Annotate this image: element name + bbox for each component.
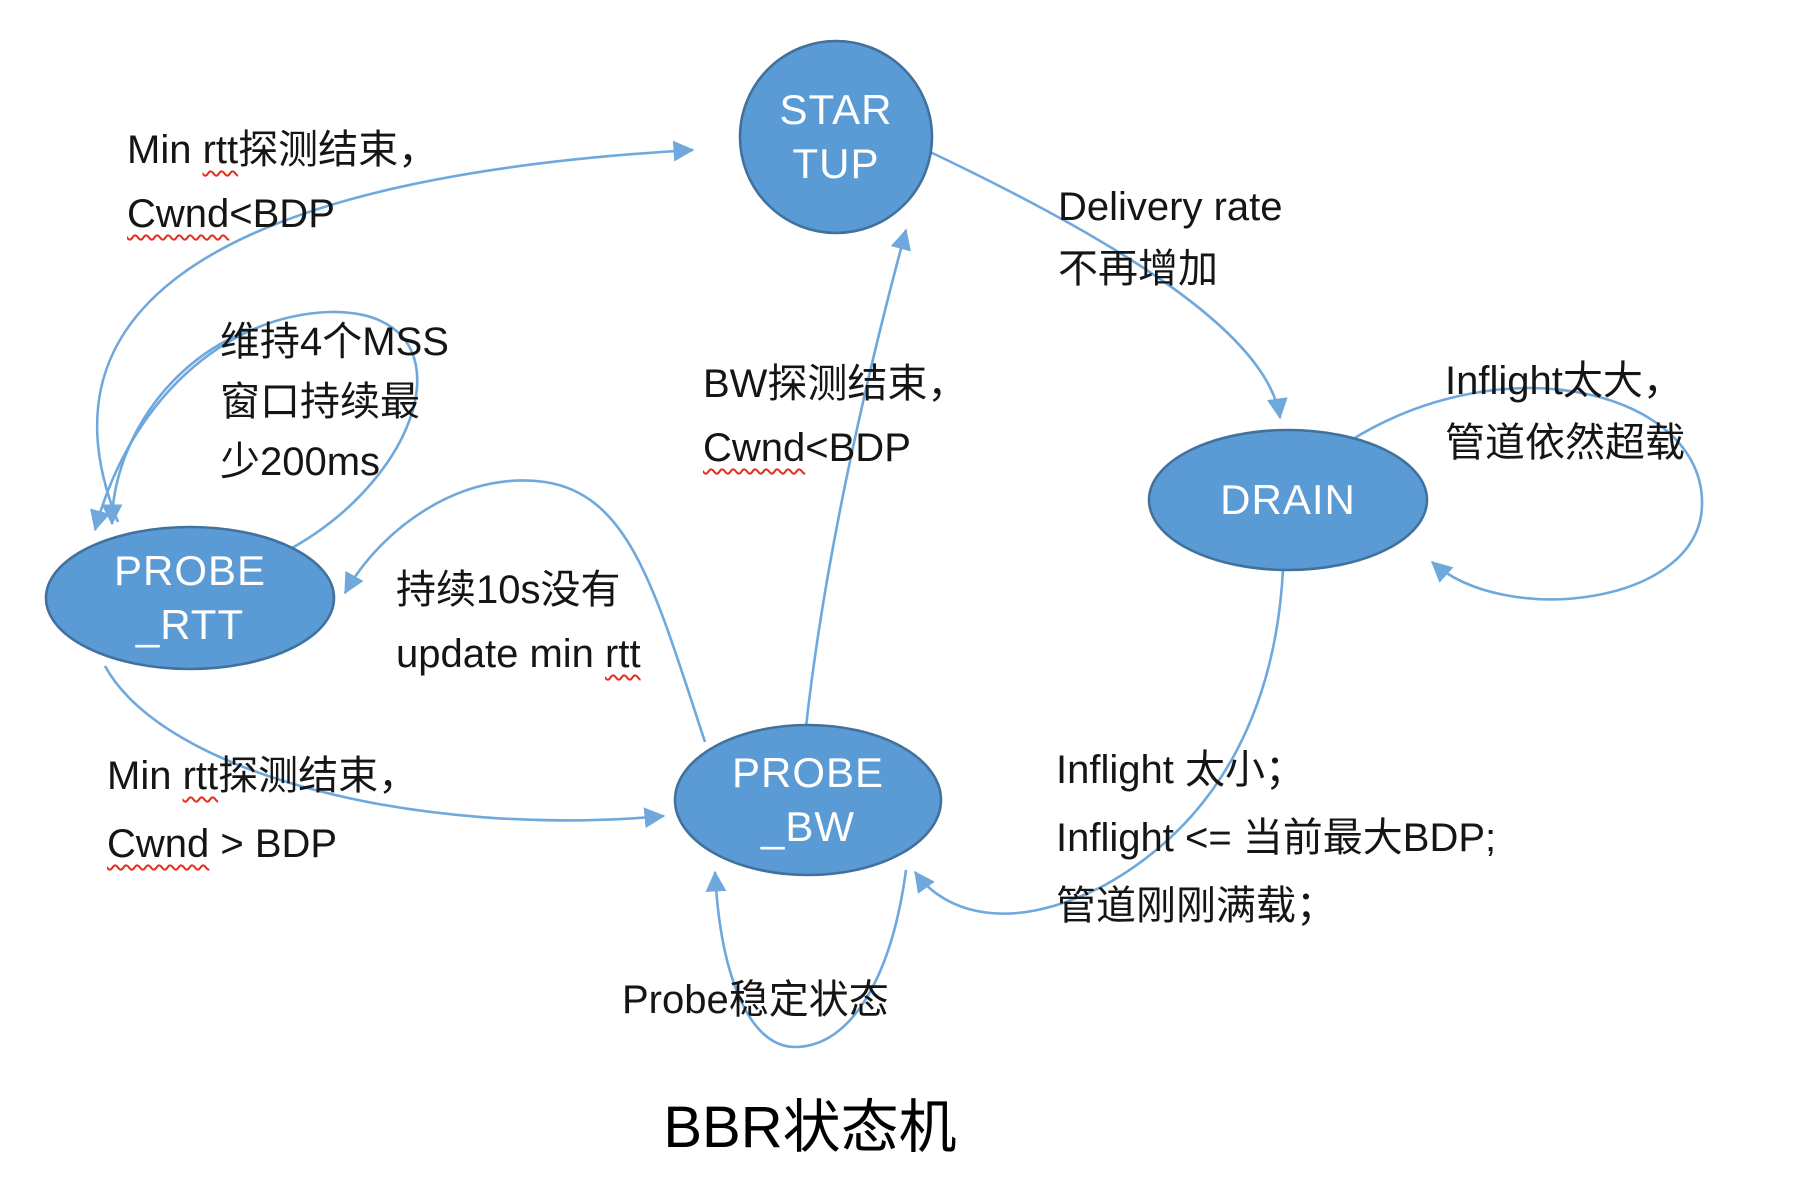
label-text: 探测结束， <box>238 128 439 172</box>
label-text: > BDP <box>209 822 338 866</box>
edge-probe-rtt-self-loop-inner <box>101 328 251 526</box>
label-line: Probe稳定状态 <box>622 978 889 1022</box>
label-text: <BDP <box>805 426 911 470</box>
state-probe-rtt-line2: _RTT <box>135 601 245 648</box>
edge-probe-rtt-self-loop <box>90 310 419 550</box>
state-drain-label: DRAIN <box>1188 473 1388 527</box>
state-startup-shape <box>738 39 934 235</box>
label-text: update min <box>396 632 606 676</box>
state-probe-bw-label: PROBE _BW <box>708 746 908 854</box>
edge-probe-rtt-to-startup <box>95 140 695 523</box>
edge-drain-self-loop <box>1347 386 1704 601</box>
label-line: Min rtt探测结束， <box>107 742 418 810</box>
label-line: Cwnd > BDP <box>107 810 418 878</box>
diagram-title-cjk: 状态机 <box>782 1095 957 1160</box>
state-probe-rtt-shape <box>44 525 336 671</box>
label-line: Inflight <= 当前最大BDP; <box>1056 816 1497 860</box>
label-line: Cwnd<BDP <box>703 416 967 480</box>
label-line: Delivery rate <box>1058 185 1283 229</box>
diagram-title-latin: BBR <box>663 1095 783 1160</box>
label-line: 管道刚刚满载； <box>1056 884 1336 928</box>
label-line: 维持4个MSS <box>220 320 449 364</box>
label-line: Min rtt探测结束， <box>127 118 438 182</box>
label-inflight-too-big: Inflight太大， 管道依然超载 <box>1445 350 1685 474</box>
label-text-misspelled: rtt <box>202 128 239 172</box>
label-line: 不再增加 <box>1058 247 1218 291</box>
state-startup-label: STAR TUP <box>736 83 936 191</box>
edge-startup-to-drain <box>925 148 1288 420</box>
label-text: Min <box>107 754 183 798</box>
label-min-rtt-end-cwnd-gt-bdp: Min rtt探测结束， Cwnd > BDP <box>107 742 418 878</box>
label-line: Inflight 太小； <box>1056 748 1305 792</box>
label-bw-probe-end: BW探测结束， Cwnd<BDP <box>703 352 967 480</box>
label-text: 探测结束， <box>218 754 419 798</box>
label-probe-stable-state: Probe稳定状态 <box>622 968 889 1032</box>
label-text-misspelled: rtt <box>605 632 641 676</box>
label-text: <BDP <box>229 192 335 236</box>
label-10s-no-update-min-rtt: 持续10s没有 update min rtt <box>396 558 641 686</box>
label-line: update min rtt <box>396 622 641 686</box>
state-startup-line1: STAR <box>779 86 893 133</box>
state-probe-bw-shape <box>673 723 943 877</box>
label-line: BW探测结束， <box>703 362 968 406</box>
diagram-title: BBR状态机 <box>540 1086 1080 1170</box>
label-line: 持续10s没有 <box>396 568 621 612</box>
label-line: 少200ms <box>220 440 381 484</box>
state-probe-bw-line2: _BW <box>760 803 855 850</box>
label-text-misspelled: Cwnd <box>703 426 806 470</box>
label-text-misspelled: Cwnd <box>107 822 210 866</box>
edge-drain-to-probe-bw <box>913 569 1285 915</box>
edge-probe-rtt-to-probe-bw <box>103 665 666 829</box>
label-text-misspelled: Cwnd <box>127 192 230 236</box>
state-startup-line2: TUP <box>792 140 880 187</box>
label-line: Cwnd<BDP <box>127 182 438 246</box>
state-probe-bw-line1: PROBE <box>731 749 885 796</box>
state-drain-shape <box>1147 428 1429 572</box>
label-line: 窗口持续最 <box>220 380 420 424</box>
edge-probe-bw-to-startup <box>804 228 911 728</box>
label-keep-4-mss-window: 维持4个MSS 窗口持续最 少200ms <box>220 312 449 492</box>
edge-probe-bw-self-loop <box>705 869 908 1049</box>
label-min-rtt-end-cwnd-lt-bdp: Min rtt探测结束， Cwnd<BDP <box>127 118 438 246</box>
label-delivery-rate-no-increase: Delivery rate 不再增加 <box>1058 176 1283 300</box>
state-drain-line1: DRAIN <box>1220 476 1356 523</box>
label-text-misspelled: rtt <box>182 754 219 798</box>
edge-probe-bw-to-probe-rtt <box>343 479 707 743</box>
label-inflight-too-small: Inflight 太小； Inflight <= 当前最大BDP; 管道刚刚满载… <box>1056 736 1496 940</box>
state-probe-rtt-line1: PROBE <box>113 547 267 594</box>
state-probe-rtt-label: PROBE _RTT <box>90 544 290 652</box>
label-text: Min <box>127 128 203 172</box>
label-line: Inflight太大， <box>1445 359 1683 403</box>
label-line: 管道依然超载 <box>1445 421 1685 465</box>
